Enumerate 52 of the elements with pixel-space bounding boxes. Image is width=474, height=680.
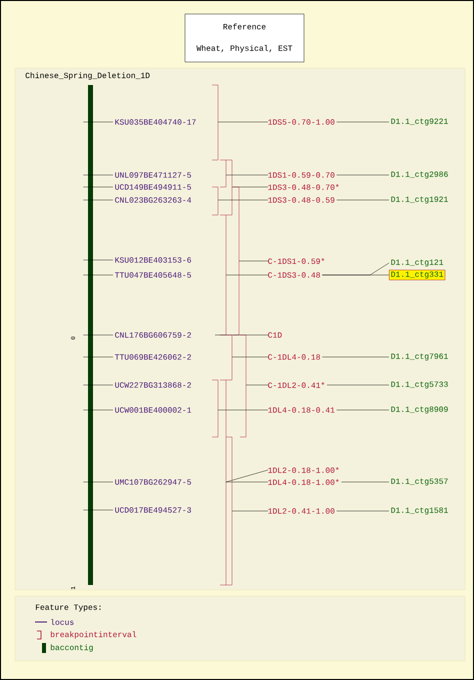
locus-label: TTU047BE405648-5 — [115, 272, 191, 278]
connector-line — [322, 274, 390, 276]
locus-label: CNL176BG606759-2 — [115, 332, 191, 338]
contig-label: D1.1_ctg1581 — [391, 508, 448, 515]
locus-label: UCD149BE494911-5 — [115, 184, 191, 190]
locus-tick-line — [83, 334, 114, 336]
locus-label: TTU069BE426062-2 — [115, 354, 191, 360]
bin-label: C1D — [268, 332, 282, 338]
connector-line — [326, 384, 390, 386]
locus-tick-line — [83, 186, 114, 188]
contig-label: D1.1_ctg5733 — [391, 382, 448, 389]
bin-label: 1DS3-0.48-0.70* — [268, 184, 339, 190]
locus-tick-line — [83, 356, 114, 358]
bin-label: C-1DS3-0.48 — [268, 272, 320, 278]
contig-label: D1.1_ctg1921 — [391, 196, 448, 204]
bin-label: 1DL2-0.41-1.00 — [268, 508, 334, 514]
locus-tick-line — [83, 174, 114, 176]
contig-label: D1.1_ctg9221 — [391, 118, 448, 126]
locus-label: UCW001BE400002-1 — [115, 407, 192, 413]
connector-line — [336, 174, 390, 176]
locus-label: KSU012BE403153-6 — [115, 257, 191, 263]
contig-label: D1.1_ctg7961 — [391, 354, 448, 361]
locus-label: UNL097BE471127-5 — [115, 172, 191, 178]
bin-label: 1DL4-0.18-1.00* — [268, 479, 339, 485]
bin-label: C-1DL4-0.18 — [268, 354, 320, 360]
locus-label: UCD017BE494527-3 — [115, 507, 191, 513]
bin-label: 1DS5-0.70-1.00 — [268, 119, 334, 125]
locus-label: KSU035BE404740-17 — [115, 119, 196, 125]
bin-label: C-1DL2-0.41* — [268, 382, 324, 388]
legend-heading: Feature Types: — [36, 604, 100, 612]
node-label: Chinese_Spring_Deletion_1D — [26, 72, 150, 80]
bin-label: 1DL4-0.18-0.41 — [268, 407, 334, 413]
legend-label: breakpointinterval — [50, 631, 136, 639]
locus-label: CNL023BG263263-4 — [115, 197, 192, 203]
legend-label: locus — [51, 619, 74, 625]
bin-label: 1DS1-0.59-0.70 — [268, 172, 334, 178]
locus-label: UMC107BG262947-5 — [115, 479, 191, 485]
contig-label: D1.1_ctg8909 — [391, 406, 448, 414]
locus-tick-line — [83, 384, 114, 386]
bin-label: C-1DS1-0.59* — [268, 258, 324, 264]
locus-tick-line — [83, 274, 114, 276]
reference-box: Reference Wheat, Physical, EST — [184, 14, 304, 62]
contig-label: D1.1_ctg5357 — [391, 478, 448, 486]
contig-label: D1.1_ctg2986 — [391, 172, 448, 178]
contig-label: D1.1_ctg121 — [391, 260, 444, 267]
bin-label: 1DL2-0.18-1.00* — [268, 467, 339, 473]
locus-label: UCW227BG313868-2 — [115, 382, 191, 388]
legend-label: baccontig — [50, 644, 93, 652]
connector-line — [336, 510, 390, 512]
bin-label: 1DS3-0.48-0.59 — [268, 197, 334, 203]
highlighted-contig-label: D1.1_ctg331 — [389, 270, 446, 280]
connector-line — [322, 356, 390, 358]
